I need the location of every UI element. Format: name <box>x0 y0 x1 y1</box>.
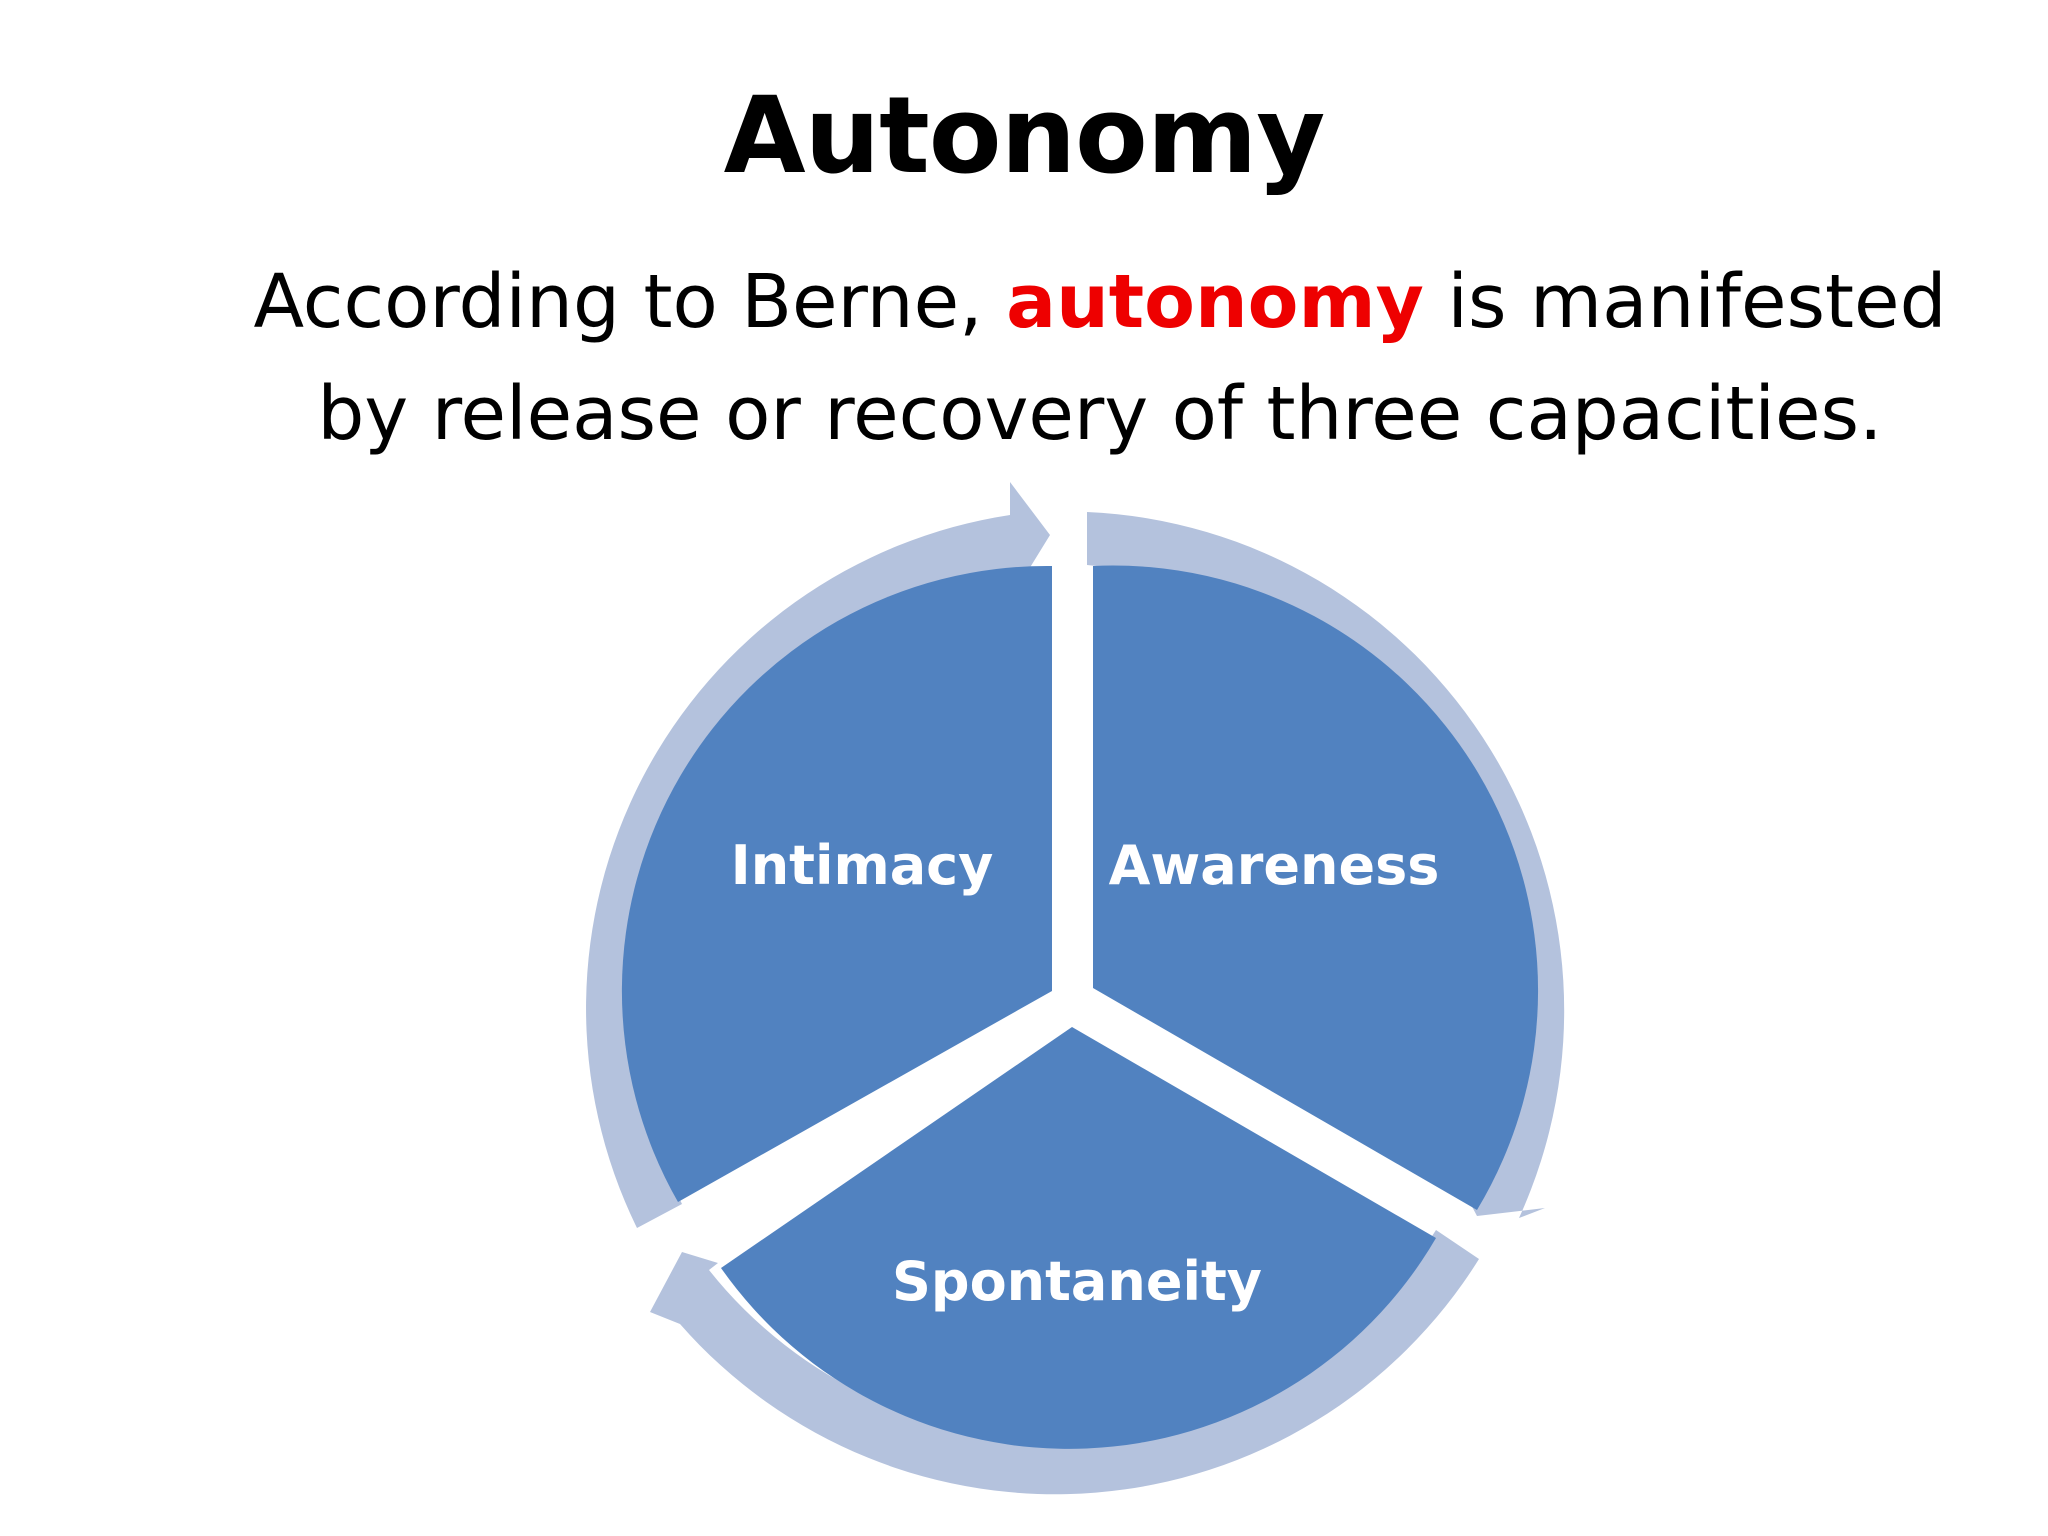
arrow-spontaneity-to-intimacy <box>650 1230 1479 1495</box>
segment-spontaneity <box>721 1027 1436 1449</box>
subtitle-accent-word: autonomy <box>1006 259 1424 345</box>
slide-title: Autonomy <box>723 74 1326 197</box>
segment-label-intimacy: Intimacy <box>731 834 994 897</box>
arrow-intimacy-to-awareness <box>586 482 1050 1228</box>
arrow-awareness-to-spontaneity <box>1087 512 1565 1218</box>
subtitle-line1-suffix: is manifested <box>1423 259 1947 345</box>
segment-intimacy <box>621 565 1052 1202</box>
cycle-arrows <box>586 482 1565 1495</box>
subtitle-line2: by release or recovery of three capaciti… <box>317 371 1883 457</box>
slide-subtitle: According to Berne, autonomy is manifest… <box>200 246 2000 470</box>
segment-awareness <box>1093 565 1539 1210</box>
segment-label-spontaneity: Spontaneity <box>892 1250 1262 1313</box>
cycle-segments <box>621 565 1539 1449</box>
segment-label-awareness: Awareness <box>1109 834 1440 897</box>
subtitle-line1-prefix: According to Berne, <box>253 259 1007 345</box>
